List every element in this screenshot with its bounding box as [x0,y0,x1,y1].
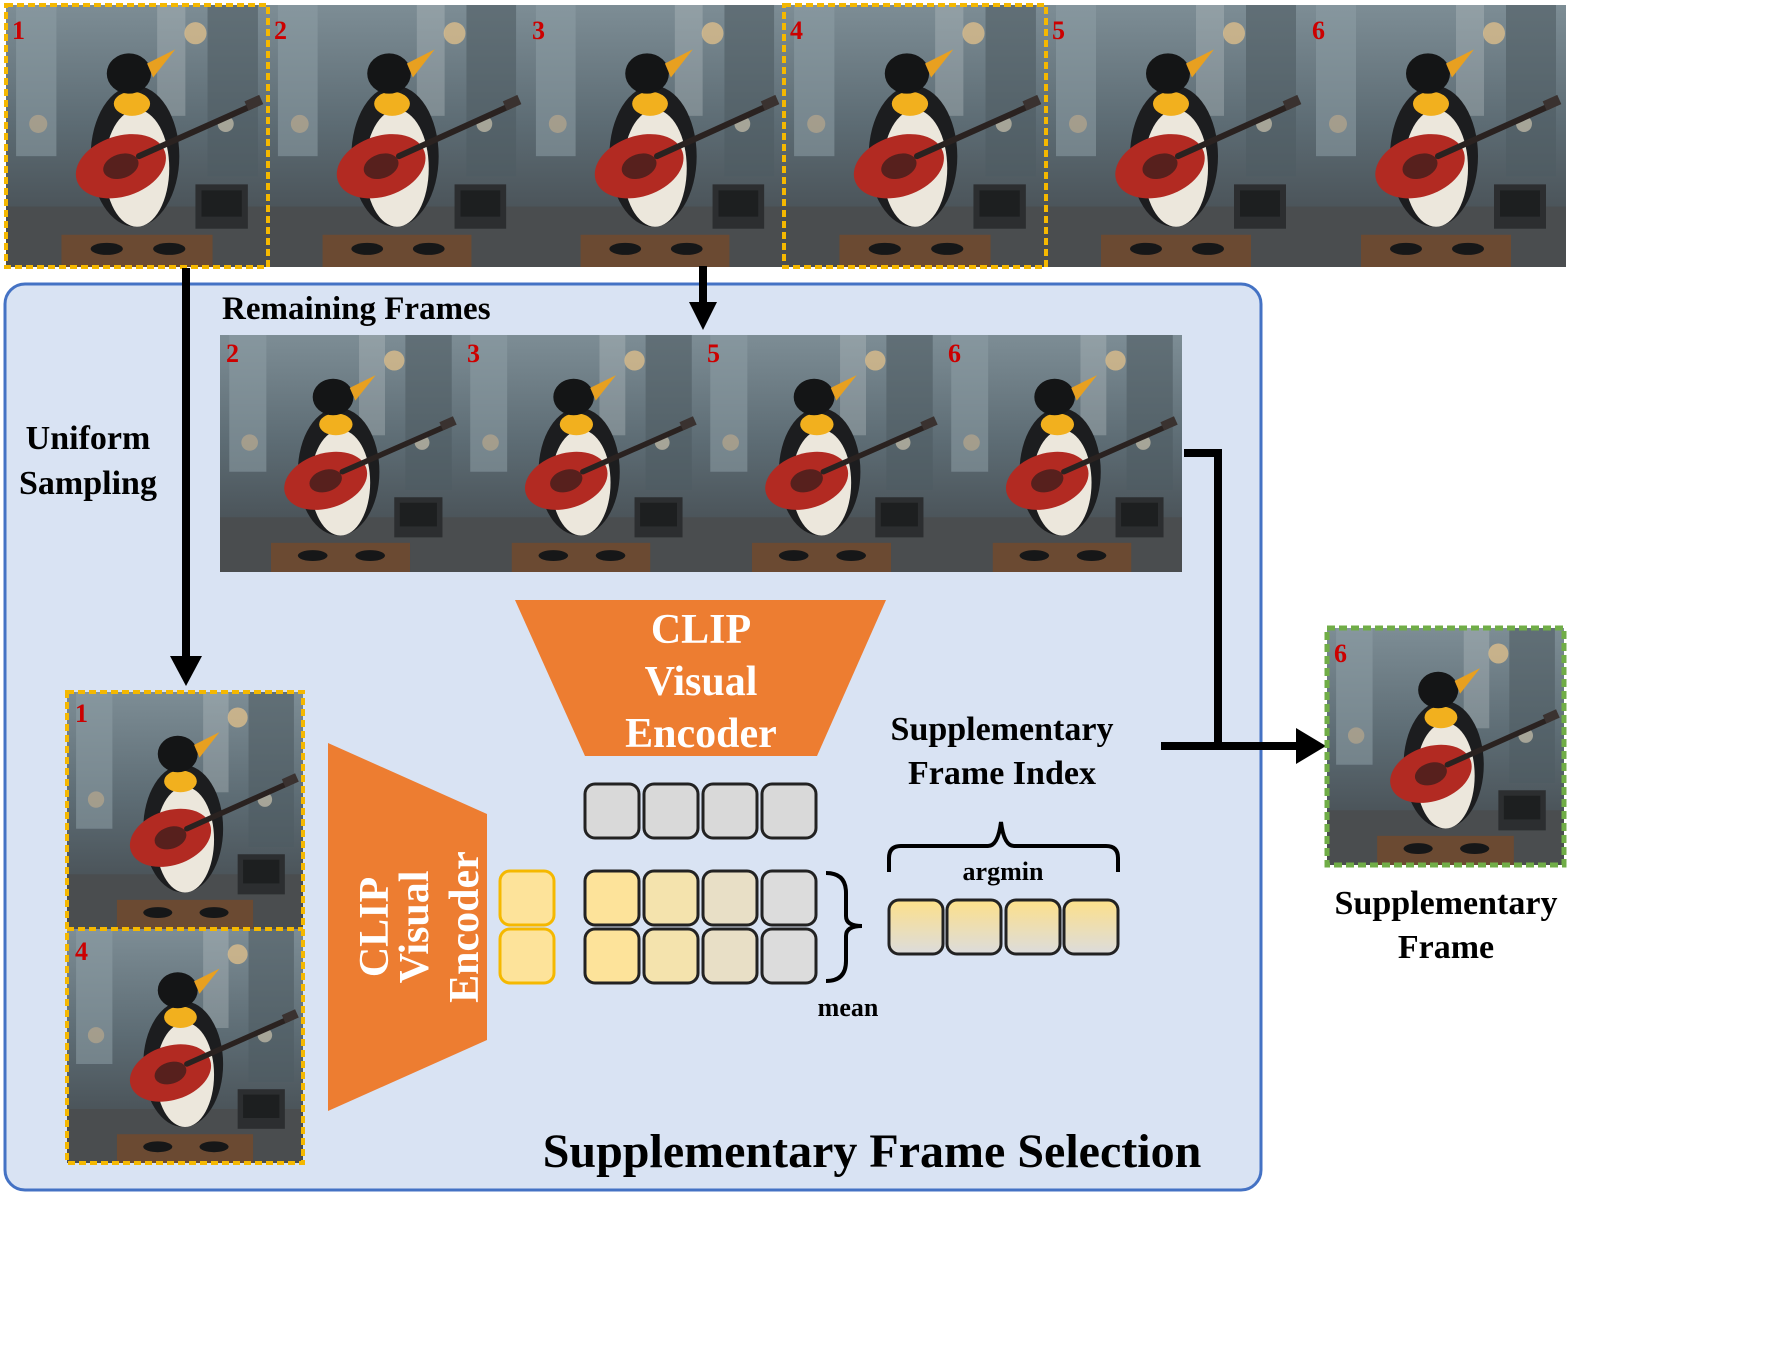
frame-number: 5 [707,339,720,368]
sampled-frame-1: 1 [67,692,303,929]
remaining-frames-label: Remaining Frames [222,291,491,327]
frame-number: 2 [274,16,287,45]
encoder-text-line2: Visual [392,871,438,984]
frame-number: 6 [1334,639,1347,668]
selected-frame-border-1 [4,3,270,269]
top-frame-1: 1 [6,5,268,267]
frame-number: 4 [790,16,803,45]
frame-number: 6 [948,339,961,368]
sampled-frames: 1 4 [65,690,305,1165]
remaining-frame-strip: 2 3 5 6 [220,335,1182,572]
supplementary-index-label-2: Frame Index [908,755,1096,792]
output-connector [1161,449,1326,764]
top-frame-2: 2 [268,5,526,267]
argmin-brace [887,821,1120,872]
remaining-frame-6: 6 [942,335,1182,572]
encoder-text-line2: Visual [645,659,758,705]
top-frame-3: 3 [526,5,784,267]
top-frame-4: 4 [784,5,1046,267]
uniform-sampling-label-2: Sampling [19,465,157,502]
encoder-text-line1: CLIP [352,877,398,977]
remaining-frame-2: 2 [220,335,461,572]
frame-number: 3 [532,16,545,45]
mean-label: mean [818,993,879,1022]
sampled-frame-tokens [498,869,556,985]
uniform-sampling-label: Uniform [26,420,151,457]
frame-number: 6 [1312,16,1325,45]
frame-number: 5 [1052,16,1065,45]
remaining-frames-arrow [689,266,717,330]
frame-number: 4 [75,937,88,966]
supplementary-frame: 6 [1324,625,1567,868]
top-frame-5: 5 [1046,5,1306,267]
remaining-frame-tokens [583,782,818,840]
encoder-text-line1: CLIP [651,607,751,653]
top-frame-6: 6 [1306,5,1566,267]
similarity-tokens [583,869,818,985]
selected-frame-border-4 [782,3,1048,269]
remaining-frame-3: 3 [461,335,701,572]
clip-encoder-vertical: CLIP Visual Encoder [328,743,488,1111]
frame-number: 1 [12,16,25,45]
mean-brace [825,871,863,983]
frame-number: 1 [75,699,88,728]
clip-encoder-horizontal: CLIP Visual Encoder [515,600,886,757]
remaining-frame-5: 5 [701,335,942,572]
uniform-sampling-arrow [170,268,202,686]
mean-tokens [887,898,1120,956]
argmin-label: argmin [963,857,1044,886]
frame-number: 3 [467,339,480,368]
supplementary-frame-label: Supplementary [1335,885,1558,922]
sampled-frame-4: 4 [67,929,303,1163]
encoder-text-line3: Encoder [625,711,777,757]
encoder-text-line3: Encoder [442,851,488,1003]
panel-title: Supplementary Frame Selection [543,1125,1202,1178]
supplementary-frame-label-2: Frame [1398,929,1494,966]
frame-number: 2 [226,339,239,368]
supplementary-index-label: Supplementary [891,711,1114,748]
top-frame-strip: 1 2 3 4 5 6 [4,3,1566,269]
